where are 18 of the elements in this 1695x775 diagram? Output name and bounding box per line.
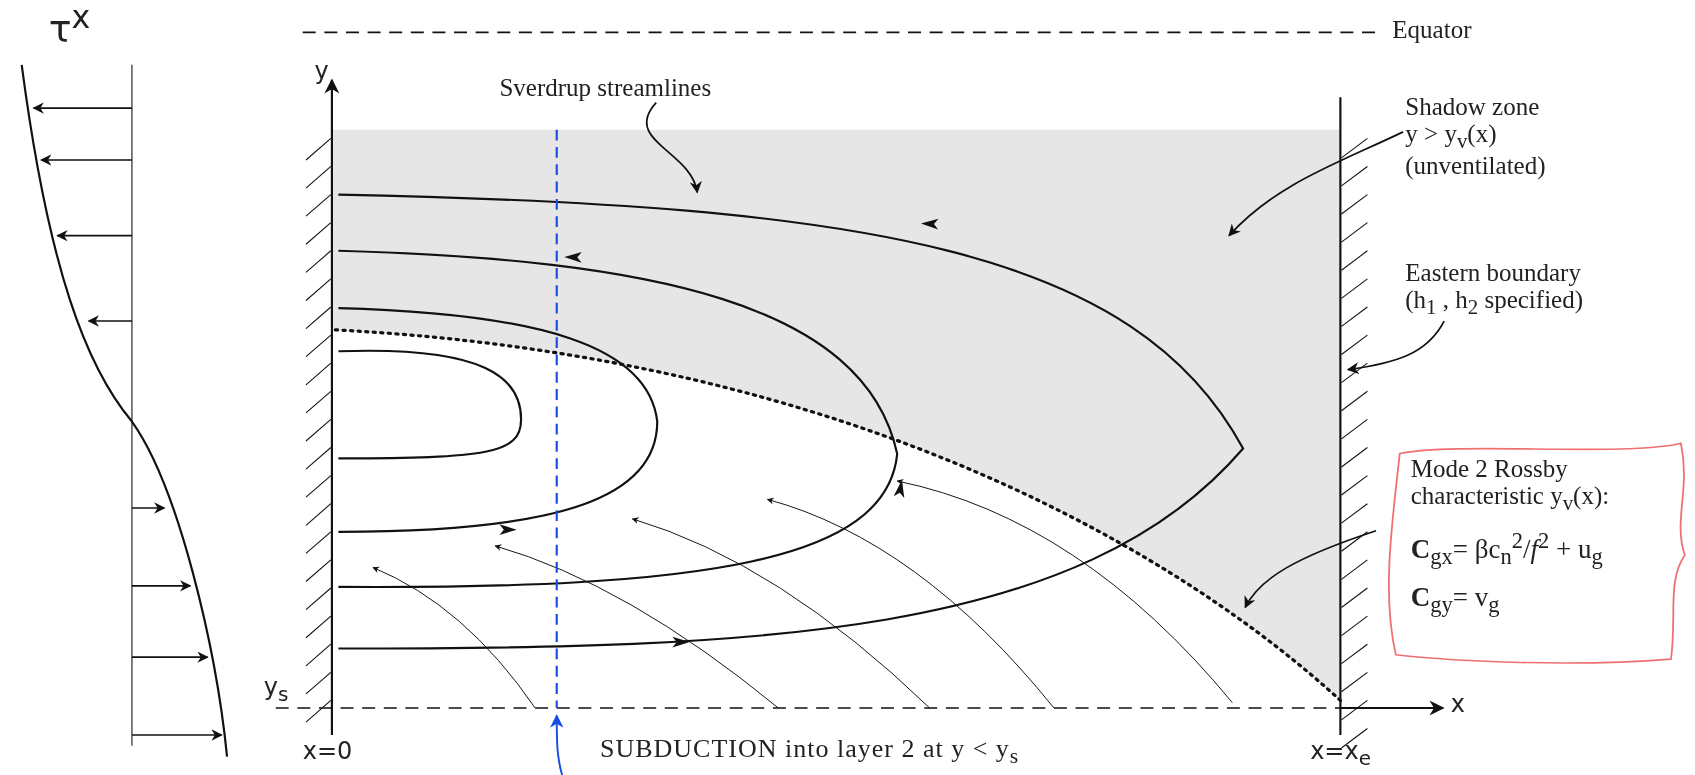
- reference-label: Equator: [1392, 16, 1472, 44]
- leader-arrow: [1346, 320, 1445, 375]
- axis-label: y$_{s}$: [263, 674, 289, 705]
- callout-text: Shadow zone y > y$_{v}$(x) (unventilated): [1405, 92, 1568, 180]
- callout-text: Mode 2 Rossby characteristic y$_{v}$(x):: [1410, 455, 1611, 515]
- axis-label: x=x$_{e}$: [1310, 739, 1371, 770]
- leader-arrow: [1228, 131, 1404, 237]
- annotation-text: SUBDUCTION into layer 2 at y < y$_{s}$: [599, 735, 1020, 769]
- formula: C$_{gy}$= v$_{g}$: [1410, 583, 1501, 618]
- axis-label: x=0: [302, 739, 353, 766]
- axis-label: y: [314, 59, 329, 86]
- formula: C$_{gx}$= βc$_{n}$$^{2}$/f$^{2}$ + u$_{g}$: [1410, 528, 1604, 570]
- axis-label: x: [1450, 691, 1465, 718]
- axis-label: τ$^{x}$: [48, 0, 91, 50]
- leader-arrow: [1244, 529, 1377, 609]
- callout-text: Sverdrup streamlines: [499, 73, 813, 101]
- leader-arrow: [645, 101, 701, 194]
- callout-text: Eastern boundary (h$_{1}$ , h$_{2}$ specified): [1405, 259, 1665, 319]
